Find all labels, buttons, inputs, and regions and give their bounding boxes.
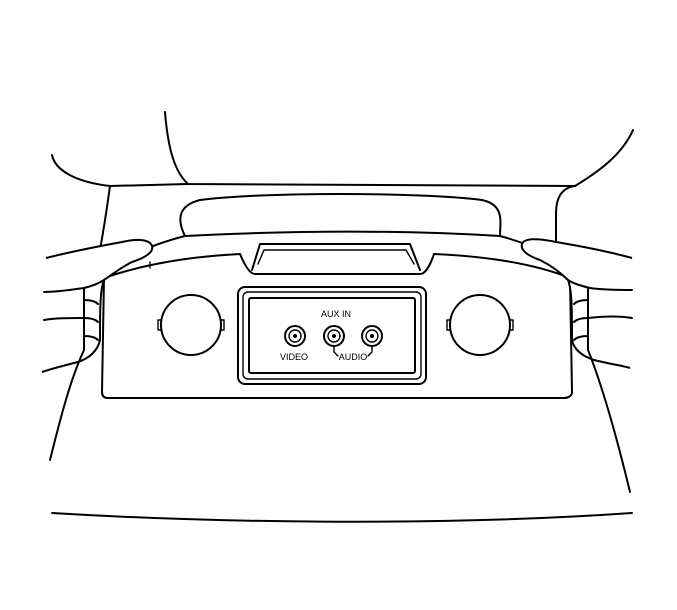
audio-label: AUDIO [339,352,368,362]
aux-in-label: AUX IN [321,309,351,319]
left-circle-plug [157,294,225,356]
right-hand [520,238,633,493]
audio-bracket [333,345,373,357]
video-jack[interactable] [284,325,306,347]
right-circle-plug [446,294,514,356]
left-hand [41,238,154,461]
audio-left-jack[interactable] [323,325,345,347]
seat-outline [51,111,634,523]
audio-right-jack[interactable] [361,325,383,347]
video-label: VIDEO [280,352,308,362]
